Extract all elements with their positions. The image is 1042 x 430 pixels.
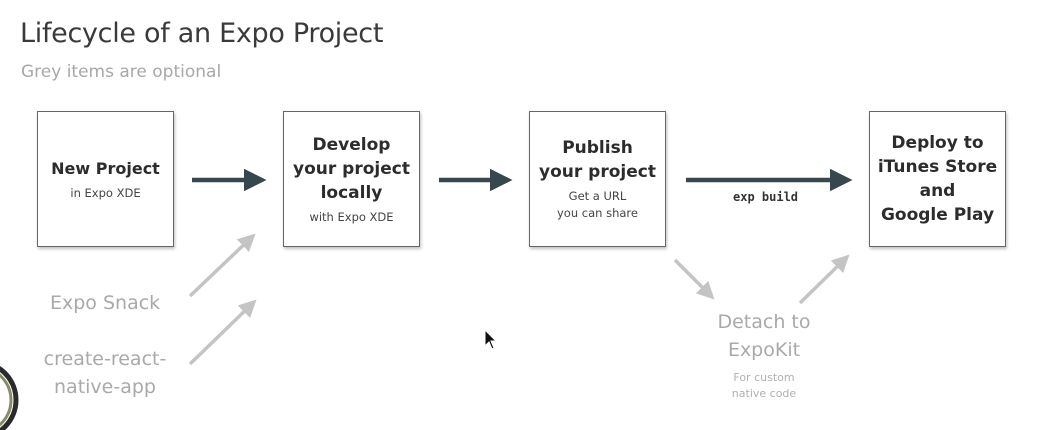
page-subtitle: Grey items are optional: [21, 62, 222, 82]
detach-note: For custom native code: [731, 371, 797, 400]
optional-expo-snack: Expo Snack: [50, 292, 161, 314]
mouse-cursor-icon: [484, 329, 498, 350]
step-label: Develop your project locally: [293, 134, 410, 203]
step-label: New Project: [51, 158, 160, 178]
step-publish-project: Publish your project Get a URL you can s…: [529, 111, 666, 247]
step-label: Publish your project: [539, 138, 656, 182]
arrow-publish-to-detach: [673, 258, 715, 300]
arrow-cra-to-develop: [188, 299, 257, 366]
step-develop-locally: Develop your project locally with Expo X…: [283, 111, 420, 247]
step-note: in Expo XDE: [70, 185, 141, 200]
build-command-label: exp build: [733, 190, 799, 204]
page-title: Lifecycle of an Expo Project: [20, 18, 384, 49]
optional-detach-expokit: Detach to ExpoKit: [717, 311, 811, 361]
optional-create-react-native-app: create-react- native-app: [43, 348, 167, 398]
step-note: with Expo XDE: [309, 209, 394, 224]
arrow-detach-to-deploy: [798, 254, 850, 305]
step-new-project: New Project in Expo XDE: [37, 111, 174, 247]
step-deploy-stores: Deploy to iTunes Store and Google Play: [869, 111, 1006, 247]
step-note: Get a URL you can share: [557, 189, 638, 220]
arrow-snack-to-develop: [188, 233, 256, 298]
step-label: Deploy to iTunes Store and Google Play: [877, 133, 998, 225]
decorative-ring-icon: [0, 366, 19, 430]
